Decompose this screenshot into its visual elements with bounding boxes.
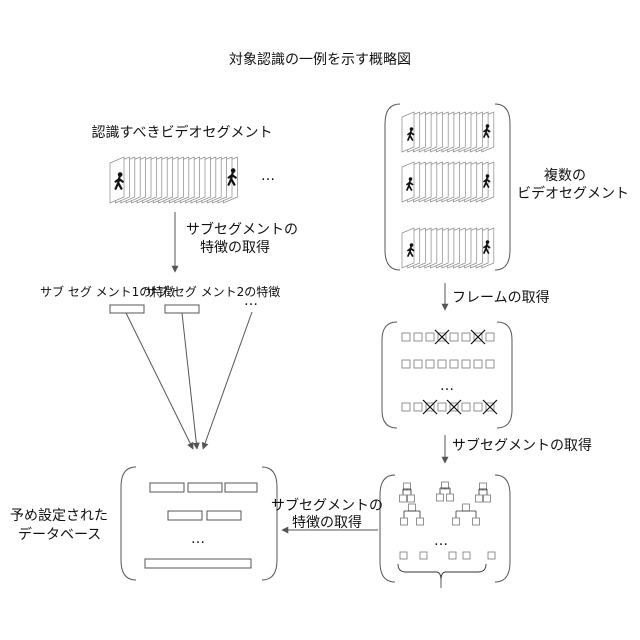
diagram-title: 対象認識の一例を示す概略図	[229, 52, 411, 68]
arrow-feature1-to-database	[126, 313, 193, 449]
preset-database-label-2: データベース	[18, 526, 101, 543]
cross-mark-icon	[447, 400, 461, 414]
database-right-bracket	[262, 467, 277, 580]
subsegment-feature-step-label-right-1: サブセグメントの	[271, 497, 383, 514]
subsegments-continuation-dots: …	[434, 533, 448, 549]
video-segment-frame-stack	[110, 157, 237, 203]
video-to-recognize-label: 認識すべきビデオセグメント	[91, 124, 272, 141]
cross-mark-icon	[435, 330, 449, 344]
subsegment-acquisition-label: サブセグメントの取得	[452, 437, 592, 454]
frames-left-bracket	[382, 322, 397, 428]
frame-acquisition-label: フレームの取得	[452, 289, 550, 306]
database-left-bracket	[121, 467, 136, 580]
preset-database-label-1: 予め設定された	[10, 508, 108, 524]
video-set-left-bracket	[385, 104, 400, 270]
subsegment-feature-step-label-1: サブセグメントの	[186, 221, 298, 238]
subsegment-1-feature-box	[110, 305, 144, 313]
cross-mark-icon	[423, 400, 437, 414]
feature-continuation-dots: …	[244, 293, 258, 309]
frame-grid	[402, 330, 497, 414]
multiple-videos-label-1: 複数の	[544, 167, 586, 184]
video-continuation-dots: …	[261, 168, 275, 184]
database-continuation-dots: …	[191, 531, 205, 547]
subsegments-right-bracket	[495, 475, 510, 582]
multiple-videos-label-2: ビデオセグメント	[517, 185, 629, 202]
subsegment-2-feature-label: サブ セグ メント2の特徴	[145, 284, 280, 299]
subsegment-feature-step-label-2: 特徴の取得	[200, 239, 270, 256]
video-set-right-bracket	[495, 104, 510, 270]
video-segment-frame-stack	[402, 112, 494, 152]
subsegment-2-feature-box	[165, 305, 199, 313]
database-feature-entries	[145, 483, 257, 568]
video-segment-frame-stack	[402, 228, 494, 268]
subsegments-left-bracket	[380, 475, 395, 582]
arrow-feature2-to-database	[182, 313, 197, 449]
cross-mark-icon	[471, 330, 485, 344]
frames-continuation-dots: …	[440, 378, 454, 394]
arrow-more-to-database	[203, 312, 252, 449]
video-segment-frame-stack	[402, 162, 494, 202]
frames-right-bracket	[497, 322, 512, 428]
cross-mark-icon	[483, 400, 497, 414]
subsegment-feature-step-label-right-2: 特徴の取得	[292, 514, 362, 531]
